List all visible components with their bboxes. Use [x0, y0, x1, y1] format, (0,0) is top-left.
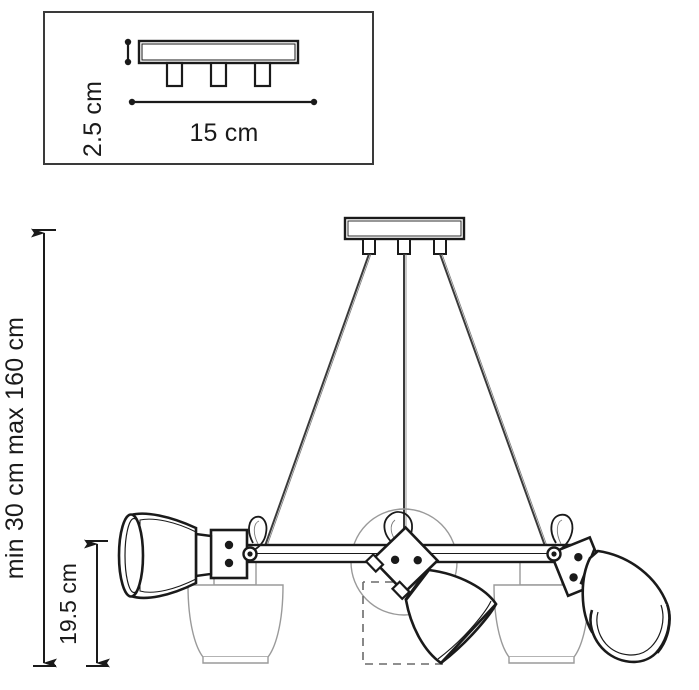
cable-outlet-center	[397, 238, 411, 255]
inset-height-label: 2.5 cm	[79, 81, 107, 157]
ceiling-plate-inner-line	[141, 43, 296, 61]
lamp-right-screw-a	[574, 552, 583, 562]
lamp-right-cable-hook-highlight	[556, 519, 563, 545]
lamp-center-screw-b	[413, 556, 422, 565]
lamp-right	[546, 513, 671, 664]
lamp-left-cable-hook-highlight	[253, 520, 260, 545]
lamp-right-rim-inner	[596, 604, 664, 656]
main-dimension-group: min 30 cm max 160 cm 19.5 cm	[1, 228, 110, 668]
ceiling-mounting-plate	[343, 216, 466, 255]
cable-outlet-left	[362, 238, 376, 255]
lamp-right-cable-hook	[550, 513, 574, 552]
lamp-left	[117, 512, 268, 600]
lamp-left-rim-inner	[124, 517, 144, 594]
lamp-center-rim-inner	[437, 600, 492, 660]
suspension-cables	[264, 253, 548, 548]
lamp-center-clamp-bottom	[390, 580, 411, 601]
ceiling-plate-edge-line	[347, 220, 462, 237]
ghost-right-cone	[493, 584, 590, 658]
lamp-right-screw-b	[569, 573, 578, 582]
inset-panel-border	[43, 11, 374, 165]
lamp-left-cone-inner	[139, 518, 197, 593]
inset-width-label: 15 cm	[189, 119, 258, 147]
lamp-left-pivot-center	[247, 551, 253, 557]
shade-height-label: 19.5 cm	[55, 563, 81, 645]
lamp-center-rim	[440, 603, 498, 665]
cable-outlet-right	[433, 238, 447, 255]
lamp-center	[364, 511, 498, 665]
drop-height-label: min 30 cm max 160 cm	[1, 317, 29, 579]
ghost-right-rim	[508, 657, 575, 664]
lamp-center-screw-a	[390, 555, 400, 565]
ghost-left-rim	[202, 657, 269, 664]
lamp-left-screw-top	[224, 540, 234, 550]
lamp-left-neck	[194, 532, 213, 578]
outlet-stub-left	[165, 61, 184, 88]
cable-right	[439, 253, 546, 547]
inset-panel-ceiling-mount: 2.5 cm 15 cm	[43, 11, 374, 165]
lamp-left-bracket	[209, 528, 249, 580]
ghost-left-cone	[187, 584, 284, 658]
lamp-center-clamp-top	[364, 552, 385, 574]
cable-left-highlight	[266, 253, 372, 547]
cable-left	[264, 253, 370, 547]
outlet-stub-center	[209, 61, 228, 88]
lamp-center-clamp-group	[364, 552, 411, 601]
outlet-stub-right	[253, 61, 272, 88]
cable-right-highlight	[441, 253, 548, 547]
lamp-left-screw-bottom	[224, 558, 234, 568]
lamp-left-cable-hook	[248, 515, 268, 552]
lamp-right-pivot-center	[551, 551, 557, 557]
